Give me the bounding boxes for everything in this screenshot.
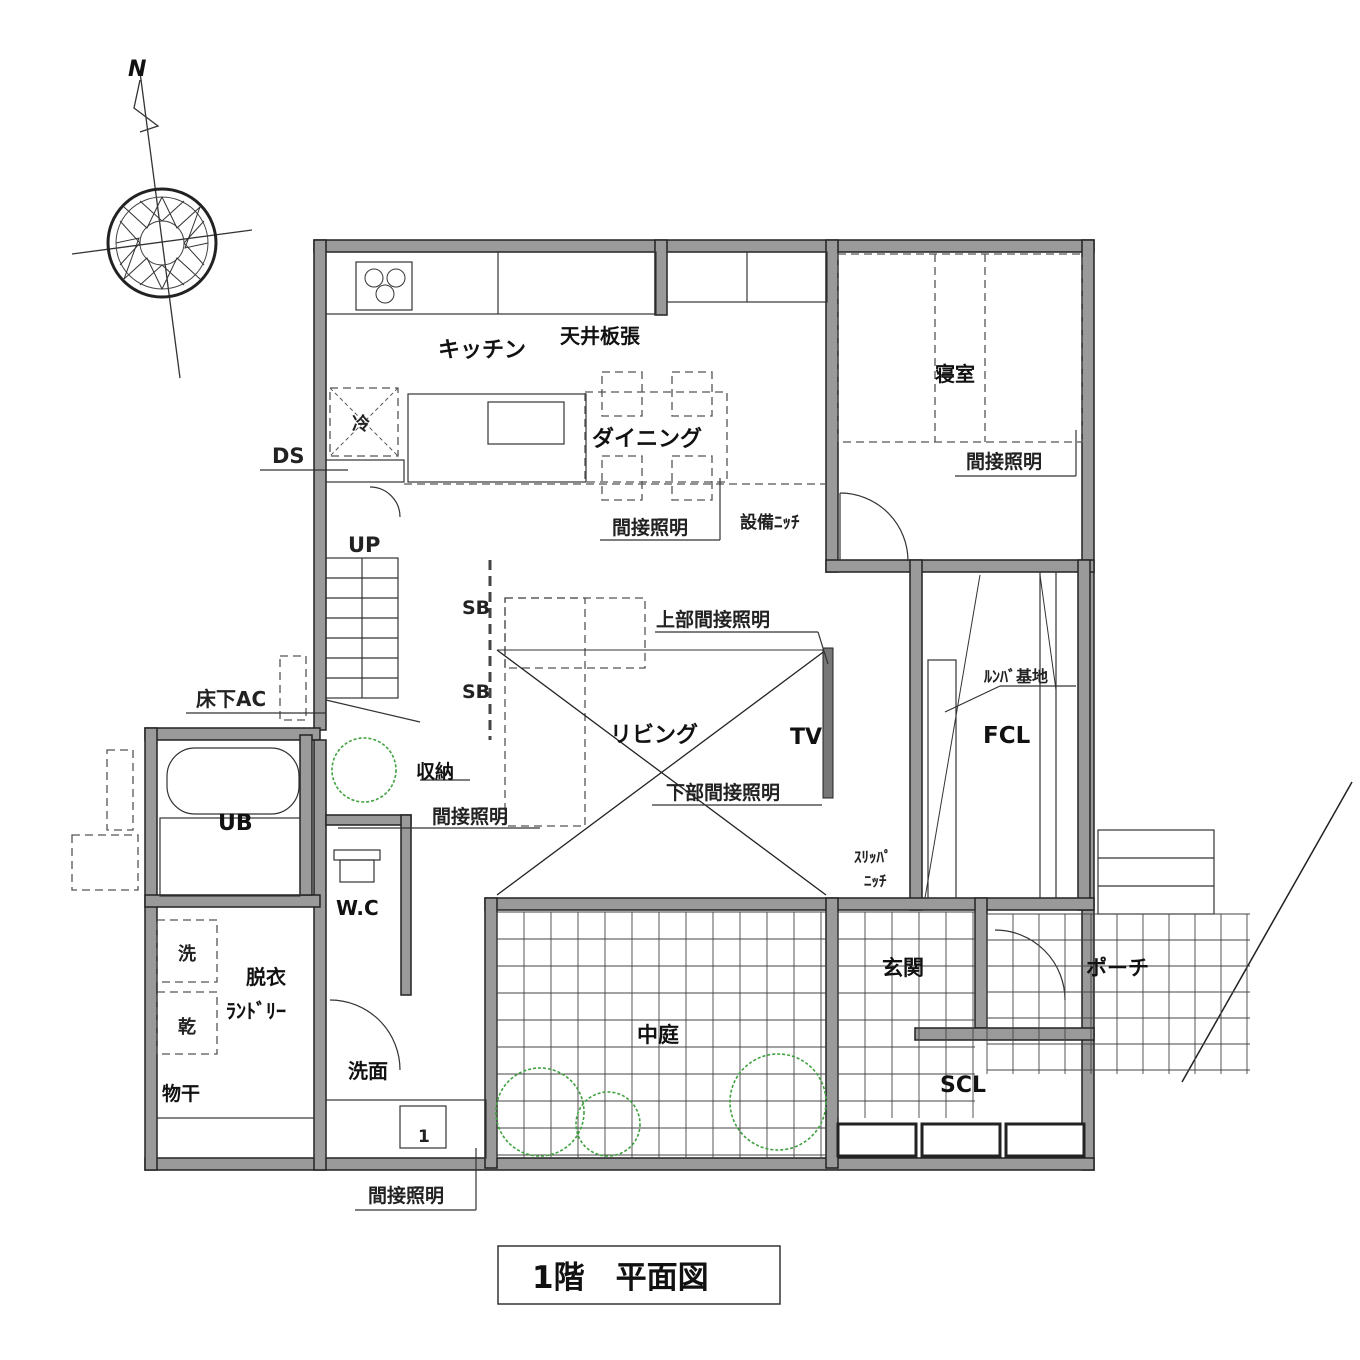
label-entrance: 玄関 <box>882 956 924 980</box>
label-ceiling-board: 天井板張 <box>560 324 641 348</box>
north-compass: N <box>71 57 253 379</box>
bedroom-furniture <box>837 253 1083 562</box>
note-lumba-base: ﾙﾝﾊﾞ基地 <box>983 667 1048 686</box>
label-fcl: FCL <box>983 723 1031 749</box>
label-porch: ポーチ <box>1086 956 1149 980</box>
label-dressing: 脱衣 <box>246 965 286 989</box>
room-labels: キッチン 天井板張 ダイニング 寝室 リビング TV FCL UB W.C 脱衣… <box>162 324 1149 1105</box>
label-wc: W.C <box>336 896 379 920</box>
note-underfloor-ac: 床下AC <box>196 687 266 711</box>
note-washer: 洗 <box>178 943 196 965</box>
label-ub: UB <box>218 811 253 836</box>
scl-shelves <box>836 1122 1086 1158</box>
north-label: N <box>128 57 146 82</box>
note-equipment-niche: 設備ﾆｯﾁ <box>740 512 800 533</box>
label-drying: 物干 <box>162 1082 200 1105</box>
note-sb-upper: SB <box>462 597 490 619</box>
title-text: 1階 平面図 <box>532 1260 709 1296</box>
note-indirect-bedroom: 間接照明 <box>966 451 1042 473</box>
living-furniture <box>488 560 834 896</box>
label-laundry: ﾗﾝﾄﾞﾘｰ <box>226 999 286 1023</box>
note-lower-indirect: 下部間接照明 <box>666 781 780 804</box>
label-courtyard: 中庭 <box>637 1023 679 1047</box>
note-indirect-dining: 間接照明 <box>612 517 688 539</box>
label-storage: 収納 <box>416 760 454 783</box>
note-slipper-niche-1: ｽﾘｯﾊﾟ <box>854 848 892 866</box>
note-indirect-storage: 間接照明 <box>432 806 508 828</box>
note-box-number: 1 <box>418 1127 430 1147</box>
note-upper-indirect: 上部間接照明 <box>656 608 770 631</box>
porch-area <box>994 781 1353 1083</box>
drawing-title: 1階 平面図 <box>497 1245 781 1305</box>
label-dining: ダイニング <box>592 426 702 452</box>
label-living: リビング <box>610 722 698 748</box>
note-fridge: 冷 <box>352 413 370 435</box>
note-indirect-bottom: 間接照明 <box>368 1185 444 1207</box>
label-scl: SCL <box>940 1073 986 1098</box>
entrance-area <box>837 911 975 1118</box>
porch-tiles <box>986 913 1250 1074</box>
label-tv: TV <box>790 725 822 750</box>
note-ds: DS <box>272 444 305 468</box>
stairs <box>325 486 421 723</box>
label-kitchen: キッチン <box>438 338 526 363</box>
note-sb-lower: SB <box>462 681 490 703</box>
dining-set <box>404 371 826 501</box>
note-dryer: 乾 <box>178 1016 196 1038</box>
note-slipper-niche-2: ﾆｯﾁ <box>864 872 887 890</box>
kitchen-fixtures <box>325 251 828 483</box>
bath-area <box>71 655 487 1159</box>
courtyard-trees <box>331 737 827 1157</box>
label-bedroom: 寝室 <box>935 362 975 386</box>
label-washstand: 洗面 <box>348 1059 388 1083</box>
leader-lines <box>186 430 1077 1211</box>
fcl-shelves <box>924 572 1057 899</box>
annotation-notes: DS UP 床下AC 冷 洗 乾 SB SB 間接照明 間接照明 間接照明 間接… <box>178 413 1048 1207</box>
note-up: UP <box>348 533 380 557</box>
